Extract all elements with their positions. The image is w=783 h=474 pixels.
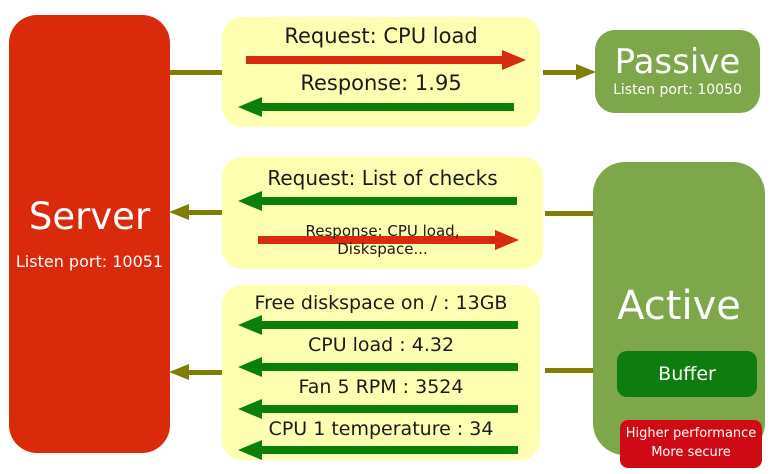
arrow-shaft <box>262 362 518 371</box>
request-left-arrow-icon <box>238 190 517 212</box>
arrow-shaft <box>262 404 518 413</box>
data-item-label: CPU 1 temperature : 34 <box>268 417 494 440</box>
data-left-arrow-icon <box>238 398 518 419</box>
note2-server-connector-line <box>187 210 222 215</box>
note-passive-check: Request: CPU load Response: 1.95 <box>222 17 540 127</box>
data-item: Free diskspace on / : 13GB <box>222 292 540 335</box>
passive-request-label: Request: CPU load <box>284 24 478 48</box>
server-note1-connector-line <box>170 70 222 75</box>
active-benefits-badge: Higher performance More secure <box>620 420 762 468</box>
data-left-arrow-icon <box>238 356 518 377</box>
arrow-head <box>238 356 262 377</box>
active-node: Active Buffer <box>593 162 765 455</box>
data-item-label: Free diskspace on / : 13GB <box>254 292 508 314</box>
note3-server-connector-line <box>187 370 222 375</box>
response-right-arrow-icon <box>258 229 519 251</box>
response-left-arrow-icon <box>238 96 514 118</box>
active-response-line2: Diskspace... <box>337 240 428 258</box>
arrow-head <box>238 314 262 335</box>
data-item: CPU 1 temperature : 34 <box>222 417 540 461</box>
arrow-head <box>495 230 519 250</box>
data-left-arrow-icon <box>238 314 518 335</box>
arrow-head <box>238 191 262 211</box>
server-node: Server Listen port: 10051 <box>9 15 170 453</box>
note2-server-arrowhead-icon <box>169 204 189 220</box>
request-right-arrow-icon <box>246 49 526 71</box>
passive-title: Passive <box>614 42 741 83</box>
buffer-box: Buffer <box>617 351 757 397</box>
arrow-head <box>238 440 262 461</box>
server-listen-port: Listen port: 10051 <box>15 251 164 271</box>
data-item-label: CPU load : 4.32 <box>307 333 455 356</box>
arrow-shaft <box>262 320 518 329</box>
active-note2-connector-line <box>545 211 593 216</box>
active-response-line1: Response: CPU load, <box>305 222 460 240</box>
passive-listen-port: Listen port: 10050 <box>613 81 742 98</box>
arrow-shaft <box>262 446 518 455</box>
arrow-shaft <box>262 197 517 205</box>
data-item: CPU load : 4.32 <box>222 333 540 377</box>
buffer-label: Buffer <box>658 363 716 385</box>
server-title: Server <box>28 195 151 239</box>
arrow-shaft <box>246 56 502 65</box>
note1-passive-arrowhead-icon <box>576 64 596 80</box>
note3-server-arrowhead-icon <box>169 364 189 380</box>
data-left-arrow-icon <box>238 440 518 461</box>
passive-response-label: Response: 1.95 <box>300 71 462 96</box>
note-active-data: Free diskspace on / : 13GB CPU load : 4.… <box>222 285 540 461</box>
active-title: Active <box>617 283 741 329</box>
arrow-shaft <box>262 103 514 112</box>
passive-node: Passive Listen port: 10050 <box>595 30 760 113</box>
badge-line-2: More secure <box>651 445 731 460</box>
active-request-label: Request: List of checks <box>267 166 498 190</box>
arrow-head <box>502 50 526 71</box>
active-response-block: Response: CPU load, Diskspace... <box>222 217 543 263</box>
active-note3-connector-line <box>545 368 593 373</box>
data-item-label: Fan 5 RPM : 3524 <box>298 375 464 398</box>
note-active-request: Request: List of checks Response: CPU lo… <box>222 157 543 269</box>
arrow-head <box>238 97 262 118</box>
badge-line-1: Higher performance <box>625 426 757 442</box>
note1-passive-connector-line <box>543 70 577 75</box>
data-item: Fan 5 RPM : 3524 <box>222 375 540 419</box>
arrow-shaft <box>258 236 495 244</box>
arrow-head <box>238 398 262 419</box>
